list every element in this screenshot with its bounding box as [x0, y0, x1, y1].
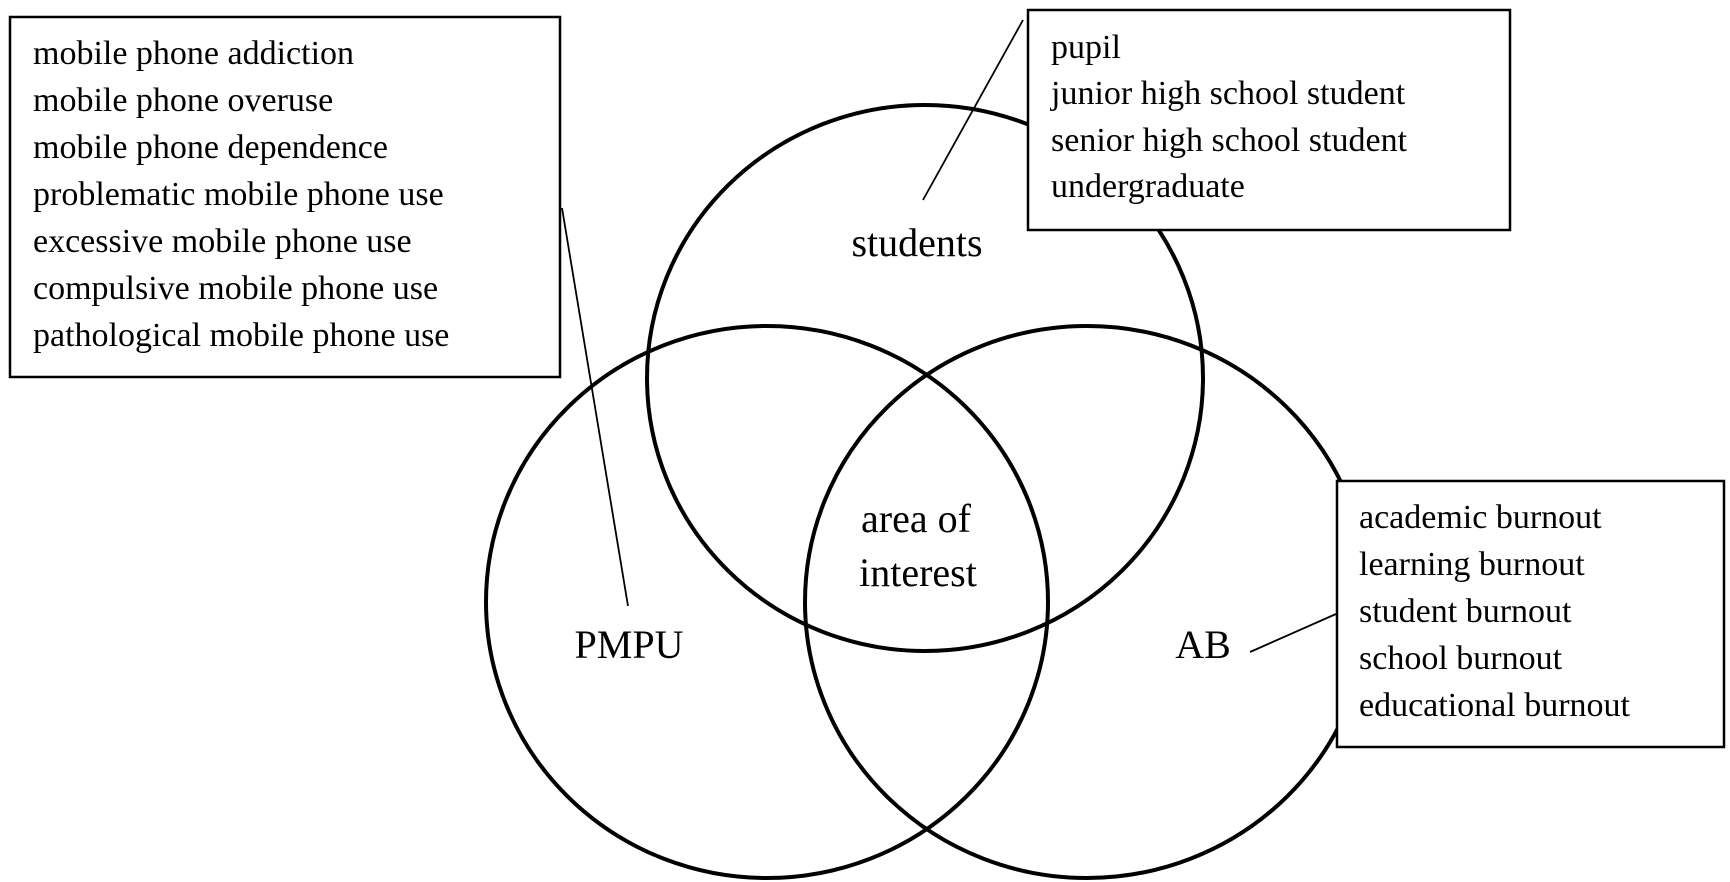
students-terms-box [1026, 8, 1512, 232]
students-label: students [851, 220, 982, 265]
students-term: undergraduate [1051, 168, 1245, 205]
students-term: junior high school student [1050, 75, 1406, 112]
pmpu-term: problematic mobile phone use [33, 176, 444, 213]
pmpu-term: excessive mobile phone use [33, 223, 412, 260]
students-term: senior high school student [1051, 122, 1408, 159]
pmpu-label: PMPU [575, 622, 684, 667]
ab-term: student burnout [1359, 593, 1572, 630]
ab-term: school burnout [1359, 640, 1563, 677]
ab-term: academic burnout [1359, 499, 1602, 536]
ab-terms-box [1335, 479, 1726, 749]
ab-connector-line [1249, 613, 1337, 653]
intersection-label-line2: interest [859, 550, 977, 595]
students-circle [645, 103, 1205, 653]
ab-label: AB [1175, 622, 1231, 667]
pmpu-term: pathological mobile phone use [33, 317, 449, 354]
pmpu-circle [484, 324, 1050, 880]
students-terms-list: pupil junior high school student senior … [1050, 29, 1408, 205]
students-connector-line [922, 19, 1024, 201]
pmpu-term: mobile phone dependence [33, 129, 388, 166]
pmpu-term: mobile phone overuse [33, 82, 333, 119]
pmpu-term: compulsive mobile phone use [33, 270, 438, 307]
pmpu-terms-box [8, 15, 562, 379]
students-term: pupil [1051, 29, 1121, 66]
pmpu-term: mobile phone addiction [33, 35, 354, 72]
ab-term: learning burnout [1359, 546, 1585, 583]
pmpu-terms-list: mobile phone addiction mobile phone over… [33, 35, 449, 354]
ab-terms-list: academic burnout learning burnout studen… [1359, 499, 1631, 724]
ab-term: educational burnout [1359, 687, 1631, 724]
intersection-label-line1: area of [861, 496, 972, 541]
pmpu-connector-line [561, 207, 629, 607]
